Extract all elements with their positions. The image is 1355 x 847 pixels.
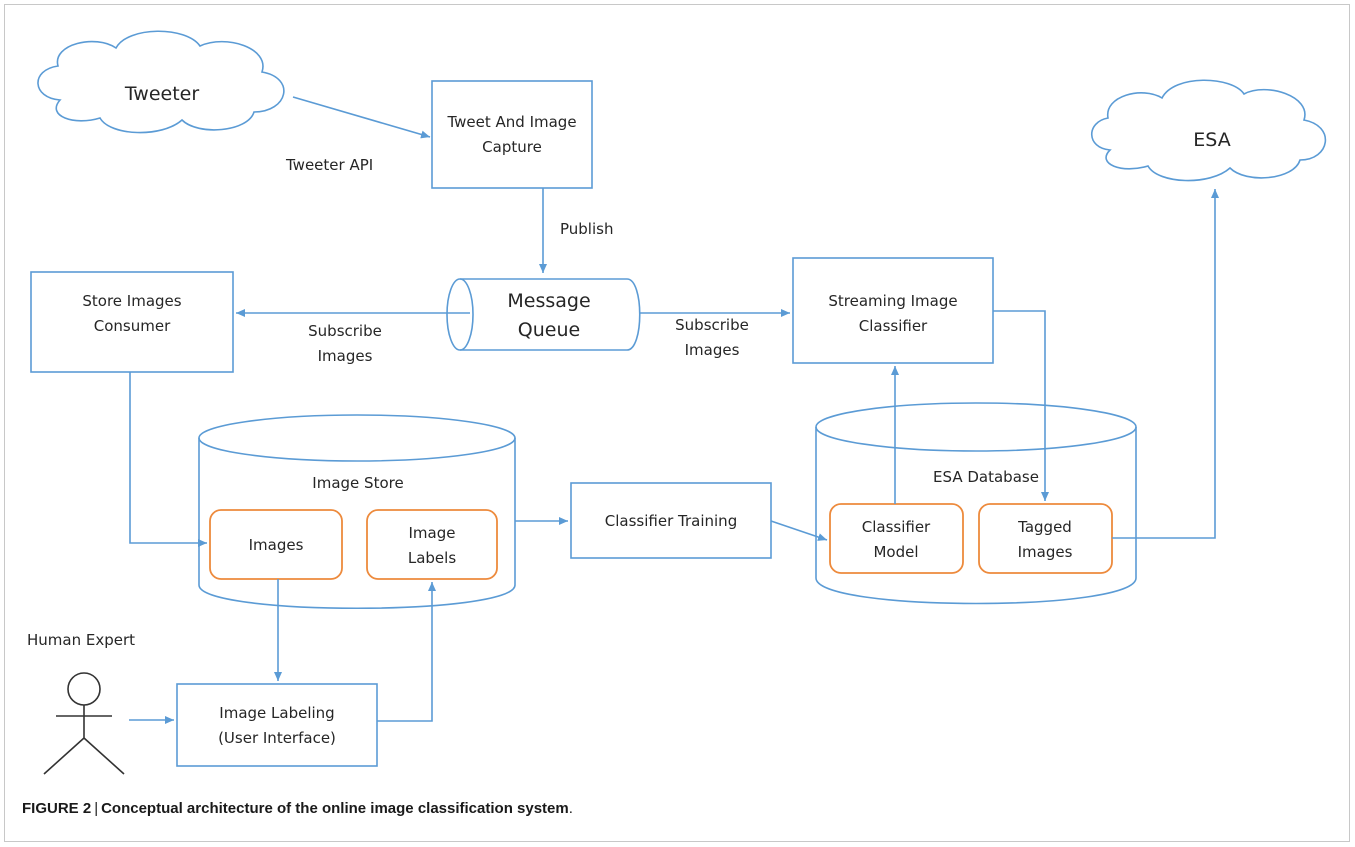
labeling-label-line2: (User Interface) <box>218 729 336 747</box>
classifier-model-label-line1: Classifier <box>862 518 931 536</box>
edge-training-to-model <box>770 520 828 541</box>
classifier-model-box <box>829 503 964 574</box>
store-consumer-label-line1: Store Images <box>82 292 181 310</box>
figure-frame <box>4 4 1350 842</box>
tweeter-api-label: Tweeter API <box>285 156 373 174</box>
edge-labeling-to-labels <box>377 582 436 722</box>
images-box <box>209 509 343 580</box>
message-queue-cylinder <box>446 278 641 351</box>
edge-streaming-to-tagged <box>993 310 1049 501</box>
tweeter-cloud-icon <box>37 30 285 134</box>
esa-cloud-icon <box>1091 79 1327 182</box>
capture-label-line2: Capture <box>482 138 542 156</box>
tagged-images-label-line1: Tagged <box>1017 518 1072 536</box>
store-consumer-box <box>30 271 234 373</box>
store-consumer-label-line2: Consumer <box>94 317 171 335</box>
queue-label-line1: Message <box>507 290 590 312</box>
classifier-training-label: Classifier Training <box>605 512 737 530</box>
figure-caption: FIGURE 2|Conceptual architecture of the … <box>22 800 573 817</box>
tweeter-label: Tweeter <box>124 83 200 105</box>
image-labels-label-line1: Image <box>409 524 456 542</box>
subscribe-right-line2: Images <box>685 341 740 359</box>
image-labels-box <box>366 509 498 580</box>
tagged-images-box <box>978 503 1113 574</box>
image-store-cylinder <box>198 414 516 610</box>
subscribe-left-line2: Images <box>318 347 373 365</box>
images-label: Images <box>249 536 304 554</box>
edge-tweeter-to-capture <box>292 96 431 139</box>
edge-tagged-to-esa <box>1112 189 1219 539</box>
publish-label: Publish <box>560 220 613 238</box>
subscribe-left-line1: Subscribe <box>308 322 382 340</box>
esa-database-label: ESA Database <box>933 468 1039 486</box>
esa-cloud-label: ESA <box>1193 129 1230 151</box>
capture-label-line1: Tweet And Image <box>446 113 576 131</box>
streaming-classifier-box <box>792 257 994 364</box>
classifier-model-label-line2: Model <box>873 543 918 561</box>
subscribe-right-line1: Subscribe <box>675 316 749 334</box>
classifier-training-box <box>570 482 772 559</box>
queue-label-line2: Queue <box>518 319 580 341</box>
human-expert-icon <box>43 672 125 775</box>
image-labeling-box <box>176 683 378 767</box>
tagged-images-label-line2: Images <box>1018 543 1073 561</box>
image-labels-label-line2: Labels <box>408 549 456 567</box>
esa-database-cylinder <box>815 402 1137 605</box>
caption-separator: | <box>94 800 99 817</box>
labeling-label-line1: Image Labeling <box>219 704 334 722</box>
caption-title: Conceptual architecture of the online im… <box>101 800 569 817</box>
caption-tail: . <box>568 800 573 817</box>
streaming-label-line2: Classifier <box>859 317 928 335</box>
human-expert-label: Human Expert <box>27 631 135 649</box>
edge-consumer-to-images <box>129 372 207 547</box>
streaming-label-line1: Streaming Image <box>828 292 957 310</box>
image-store-label: Image Store <box>312 474 403 492</box>
caption-lead: FIGURE 2 <box>22 800 92 817</box>
capture-box <box>431 80 593 189</box>
